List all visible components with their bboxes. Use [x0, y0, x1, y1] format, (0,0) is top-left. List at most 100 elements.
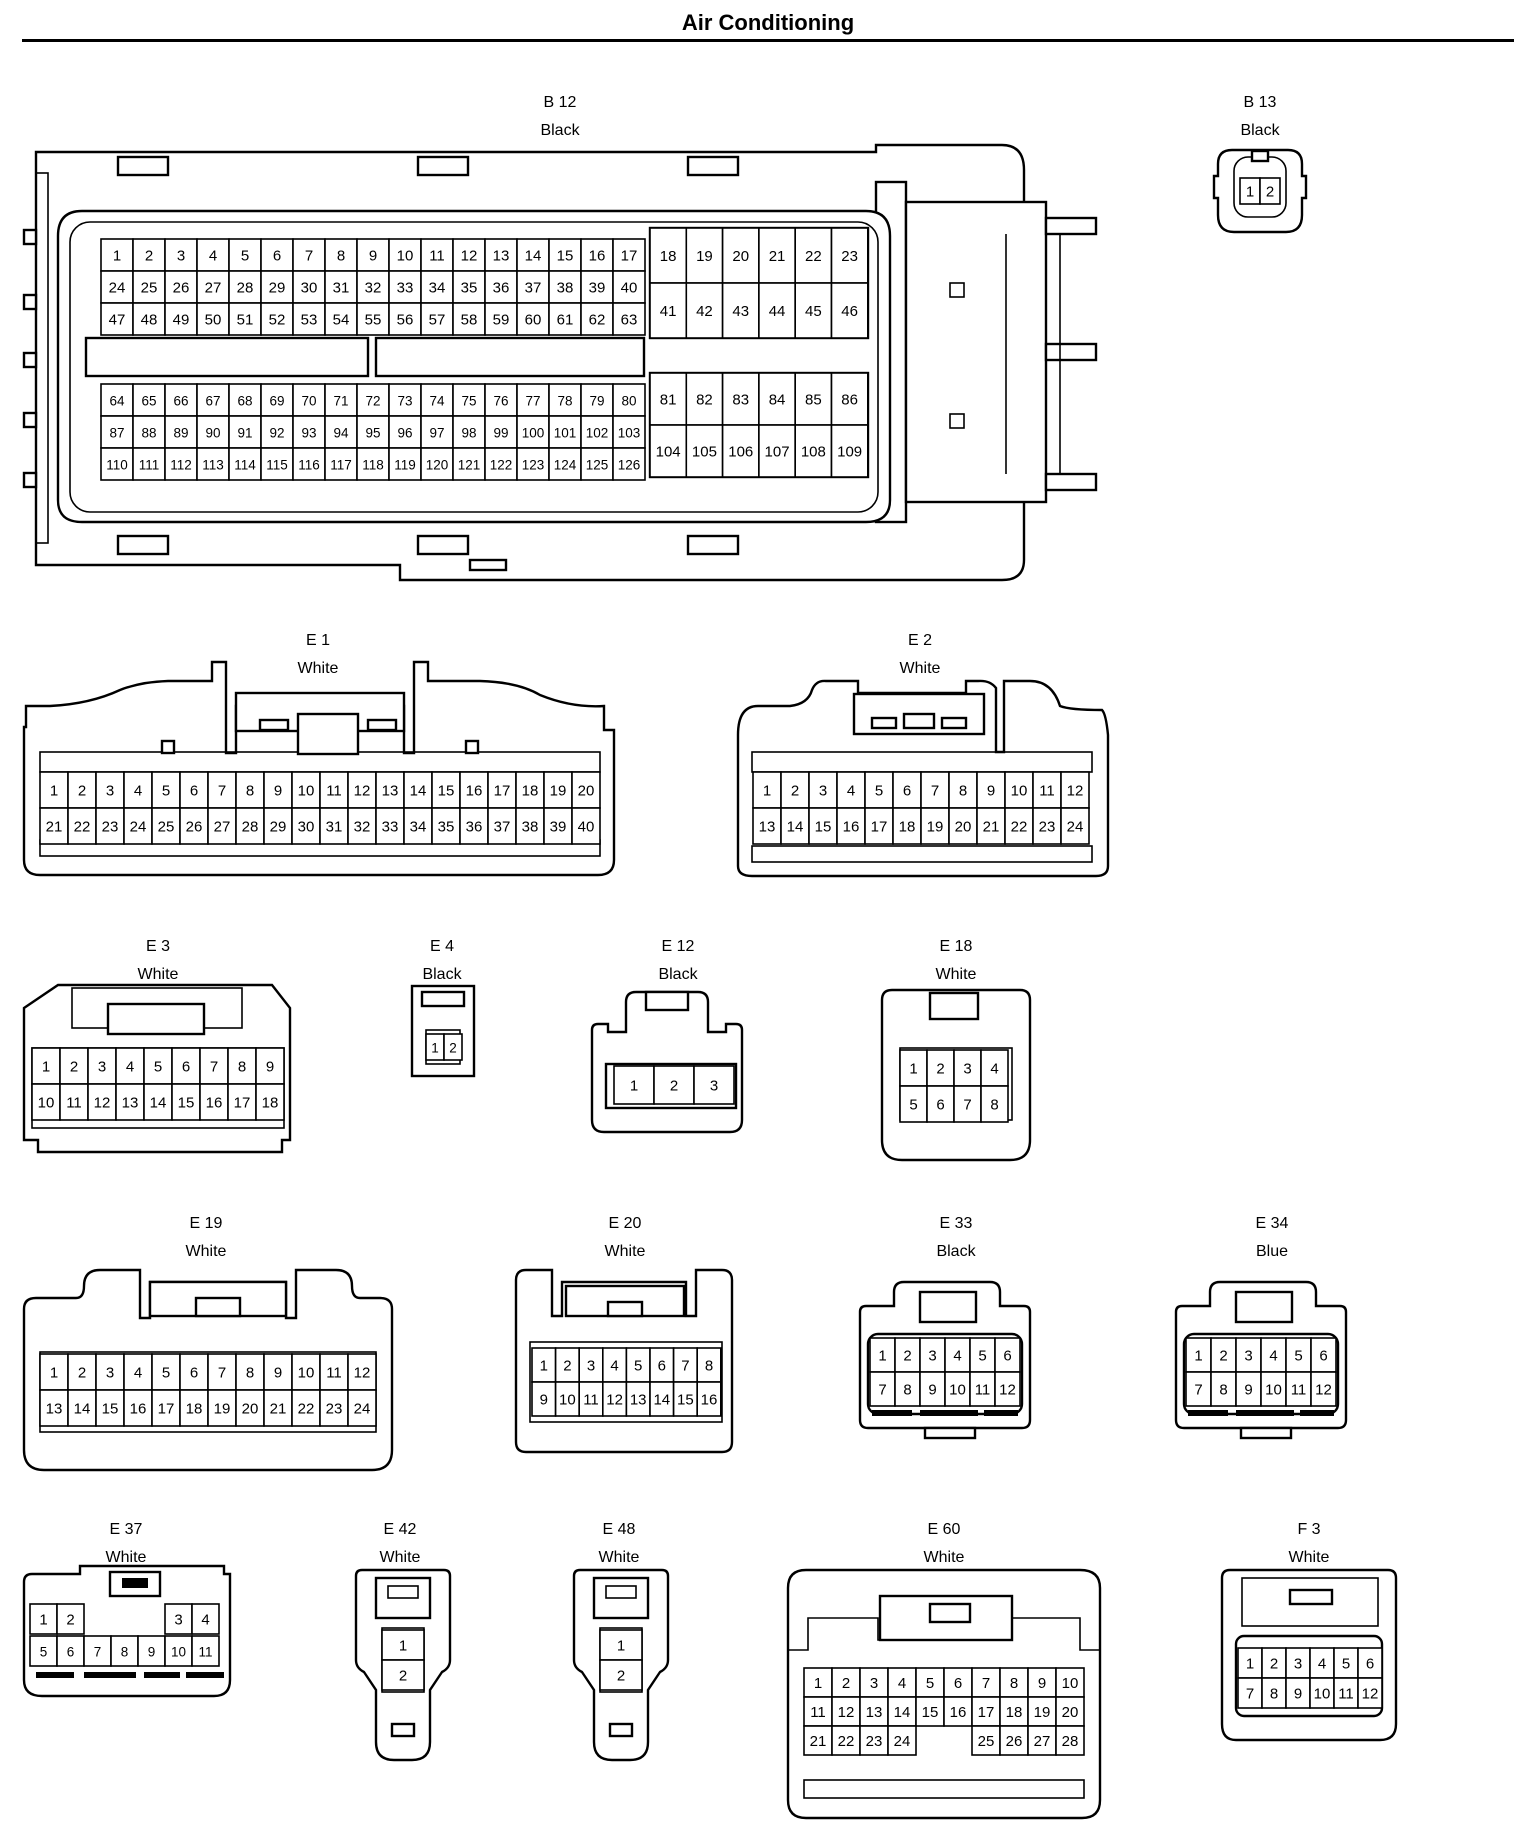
e3-pin: 5 [154, 1059, 162, 1076]
b12-pin: 26 [173, 280, 190, 297]
pin-cell [649, 227, 688, 284]
pin-cell [685, 227, 724, 284]
b12-pin: 33 [397, 280, 414, 297]
b12-pin: 51 [237, 312, 254, 329]
pin-cell [347, 807, 377, 845]
e1-pin: 19 [550, 783, 567, 800]
b12-bottom-clip [416, 534, 470, 556]
pin-cell [123, 807, 153, 845]
b12-pin: 35 [461, 280, 478, 297]
connector-color-label: White [599, 1549, 640, 1566]
b12-pin: 27 [205, 280, 222, 297]
pin-cell [67, 1389, 97, 1427]
e48-bottom-key [608, 1722, 634, 1738]
pin-cell [613, 1065, 655, 1105]
b12-pin: 22 [805, 248, 822, 265]
pin-cell [1260, 1371, 1287, 1407]
e1-pin: 17 [494, 783, 511, 800]
e34-pin: 7 [1194, 1382, 1202, 1399]
b12-pin: 5 [241, 248, 249, 265]
b12-pin: 53 [301, 312, 318, 329]
pin-cell [887, 1696, 917, 1727]
b12-pin: 107 [765, 444, 790, 461]
b12-side-tab [22, 411, 38, 429]
e1-latch-key [296, 712, 360, 756]
pin-cell [324, 302, 358, 336]
b12-pin: 96 [397, 426, 412, 441]
b12-pin: 77 [525, 394, 540, 409]
e34-pin: 2 [1219, 1348, 1227, 1365]
connector-id-label: E 2 [908, 632, 932, 649]
e37-pin: 9 [148, 1645, 156, 1660]
e1-pin: 40 [578, 819, 595, 836]
e2-pin: 10 [1011, 783, 1028, 800]
e37-key-bar [144, 1672, 180, 1678]
pin-cell [920, 807, 950, 845]
pin-cell [164, 302, 198, 336]
pin-cell [971, 1667, 1001, 1698]
pin-cell [100, 302, 134, 336]
e1-pin: 33 [382, 819, 399, 836]
pin-cell [803, 1667, 833, 1698]
pin-cell [459, 807, 489, 845]
pin-cell [892, 807, 922, 845]
e1-pin: 36 [466, 819, 483, 836]
e37-pin: 1 [39, 1612, 47, 1629]
pin-cell [356, 447, 390, 481]
pin-cell [388, 383, 422, 417]
pin-cell [869, 1371, 896, 1407]
b12-pin: 80 [621, 394, 636, 409]
connector-id-label: E 60 [928, 1521, 961, 1538]
e1-pin: 15 [438, 783, 455, 800]
connector-color-label: White [106, 1549, 147, 1566]
pin-cell [969, 1337, 996, 1373]
e33-pin: 10 [949, 1382, 966, 1399]
b12-pin: 95 [365, 426, 380, 441]
e34-key-bar [1300, 1410, 1334, 1416]
e1-latch-slot [258, 718, 290, 732]
pin-cell [347, 1389, 377, 1427]
e1-pin: 14 [410, 783, 427, 800]
b12-pin: 10 [397, 248, 414, 265]
pin-cell [56, 1635, 85, 1667]
e42-pin: 1 [399, 1638, 407, 1655]
b12-pin: 34 [429, 280, 446, 297]
e3-pin: 8 [238, 1059, 246, 1076]
b12-pin: 63 [621, 312, 638, 329]
pin-cell [196, 238, 230, 272]
b12-pin: 57 [429, 312, 446, 329]
e20-latch-key [606, 1300, 644, 1318]
e1-pin: 26 [186, 819, 203, 836]
pin-cell [887, 1725, 917, 1756]
e1-pin: 20 [578, 783, 595, 800]
e2-pin: 3 [819, 783, 827, 800]
e33-pin: 8 [903, 1382, 911, 1399]
b12-pin: 71 [333, 394, 348, 409]
pin-cell [859, 1725, 889, 1756]
f3-pin: 1 [1246, 1656, 1254, 1673]
pin-cell [1309, 1647, 1335, 1679]
b12-pin: 49 [173, 312, 190, 329]
pin-cell [894, 1371, 921, 1407]
e3-latch-key [106, 1002, 206, 1036]
pin-cell [196, 447, 230, 481]
connector-color-label: White [138, 966, 179, 983]
pin-cell [292, 415, 326, 449]
pin-cell [953, 1085, 982, 1123]
b12-pin: 20 [732, 248, 749, 265]
e20-pin: 2 [563, 1358, 571, 1375]
e2-pin: 2 [791, 783, 799, 800]
e2-pin: 11 [1039, 783, 1055, 800]
pin-cell [543, 807, 573, 845]
b12-pin: 89 [173, 426, 188, 441]
pin-cell [164, 447, 198, 481]
e1-pin: 34 [410, 819, 427, 836]
pin-cell [151, 1389, 181, 1427]
pin-cell [228, 302, 262, 336]
e2-pin: 5 [875, 783, 883, 800]
pin-cell [164, 383, 198, 417]
f3-pin: 3 [1294, 1656, 1302, 1673]
e60-pin: 28 [1062, 1733, 1079, 1750]
pin-cell [171, 1083, 201, 1121]
b12-pin: 103 [618, 426, 641, 441]
